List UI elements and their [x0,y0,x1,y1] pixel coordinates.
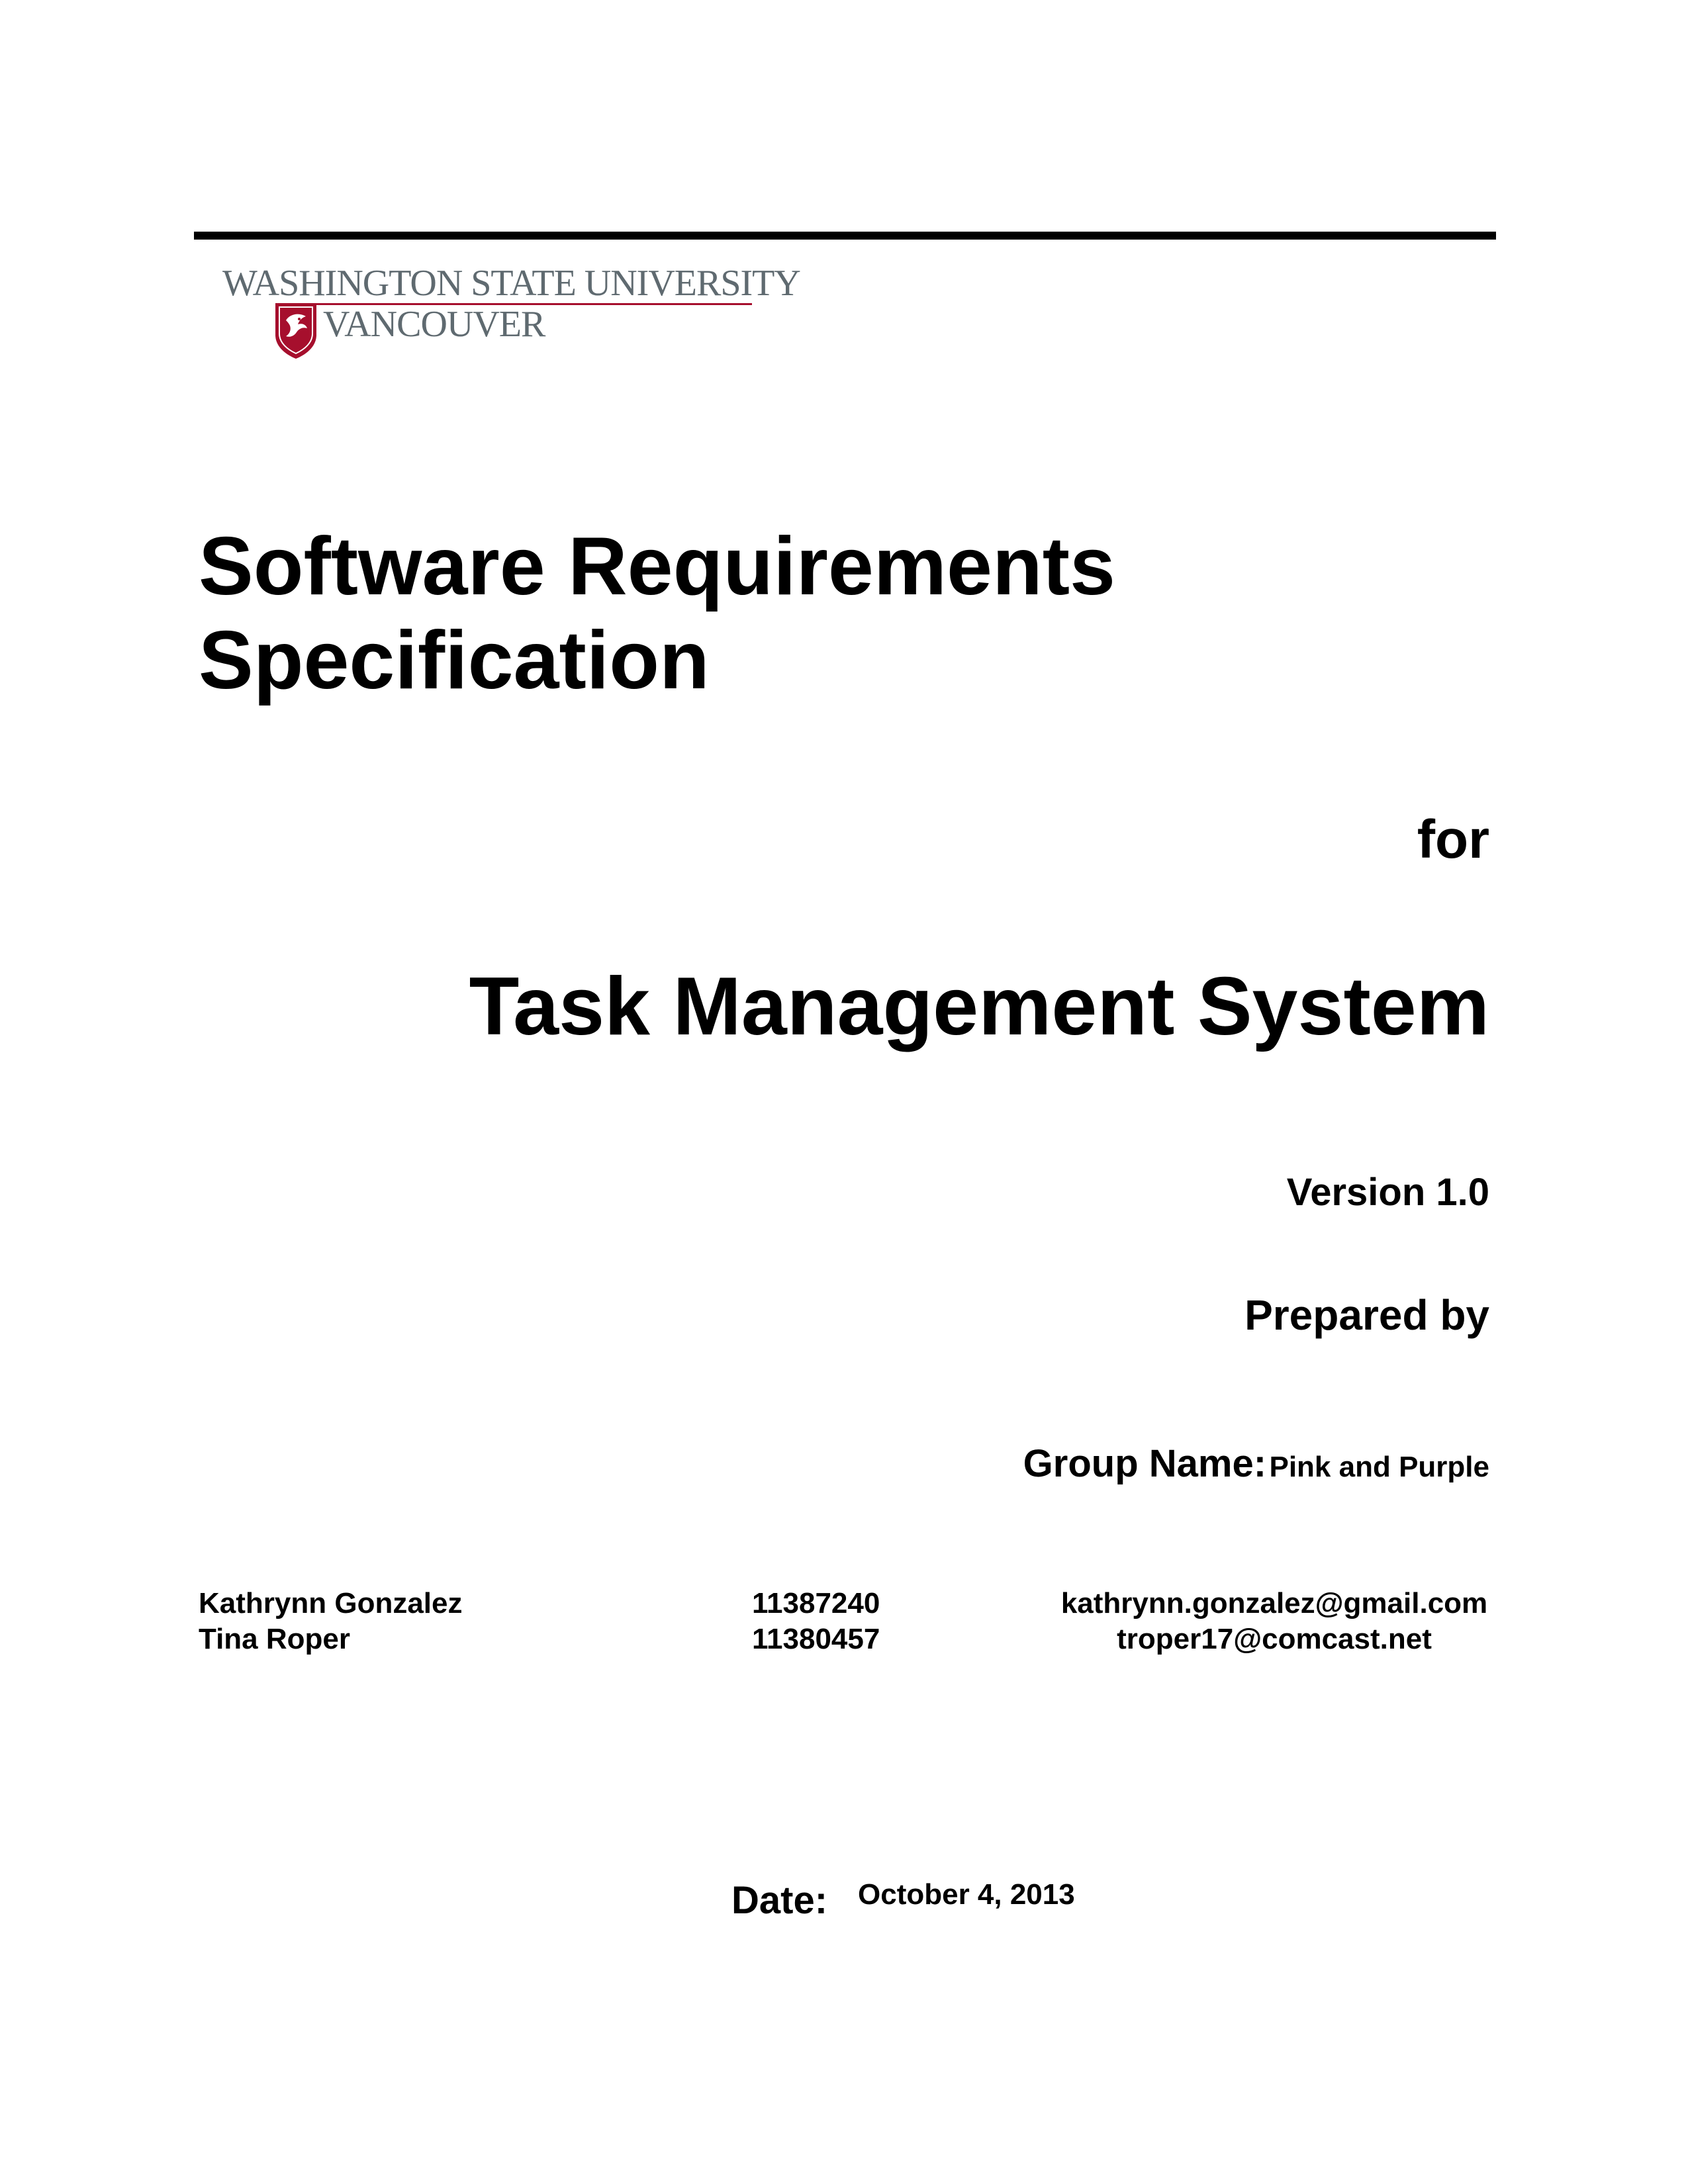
top-rule [194,232,1496,240]
author-row: Tina Roper 11380457 troper17@comcast.net [199,1623,1489,1660]
author-row: Kathrynn Gonzalez 11387240 kathrynn.gonz… [199,1587,1489,1624]
author-email: troper17@comcast.net [1117,1623,1432,1655]
cougar-shield-icon [275,303,316,359]
prepared-by-label: Prepared by [1244,1291,1489,1339]
group-name-label: Group Name: [1023,1442,1267,1485]
for-label: for [1417,809,1489,870]
version-label: Version 1.0 [1286,1171,1489,1214]
author-name: Tina Roper [199,1623,351,1655]
group-name-value: Pink and Purple [1269,1451,1489,1483]
author-email: kathrynn.gonzalez@gmail.com [1060,1587,1488,1619]
author-id: 11387240 [752,1587,880,1619]
group-name-line: Group Name: Pink and Purple [1023,1441,1489,1486]
university-logo: WASHINGTON STATE UNIVERSITY VANCOUVER [222,262,801,368]
author-name: Kathrynn Gonzalez [199,1587,463,1619]
logo-university-name: WASHINGTON STATE UNIVERSITY [222,263,801,304]
title-line-1: Software Requirements [199,521,1116,612]
author-id: 11380457 [752,1623,880,1655]
title-line-2: Specification [199,615,710,706]
product-name: Task Management System [469,961,1489,1052]
date-label: Date: [731,1879,828,1922]
document-title: Software Requirements Specification [199,520,1115,707]
logo-divider [315,303,752,305]
logo-campus-name: VANCOUVER [323,304,545,345]
date-value: October 4, 2013 [858,1878,1075,1911]
